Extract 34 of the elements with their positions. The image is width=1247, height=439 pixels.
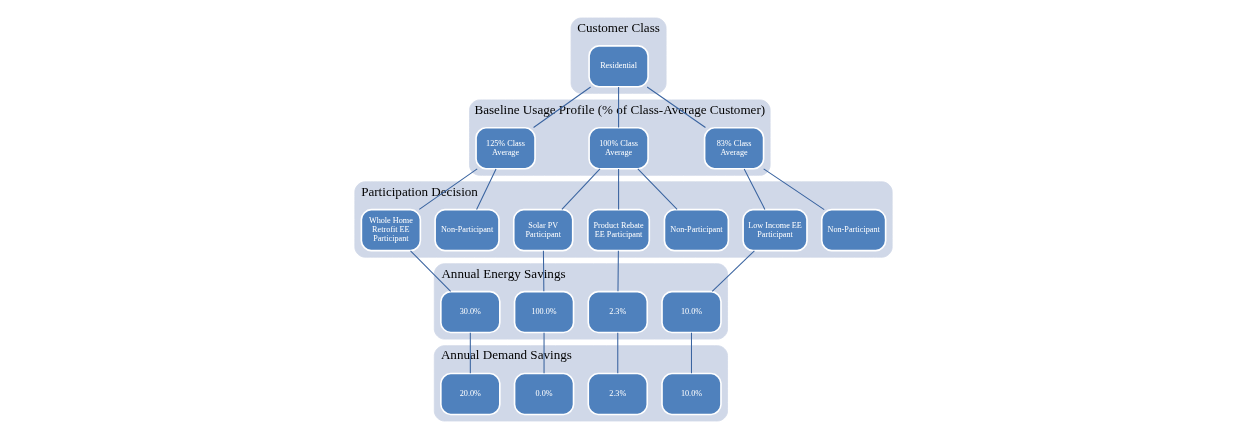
connector: [410, 250, 452, 292]
node-box: Low Income EE Participant: [742, 208, 808, 252]
connector: [743, 168, 766, 210]
connector: [476, 168, 497, 210]
node-box: Residential: [588, 45, 649, 88]
node-box: Non-Participant: [820, 208, 887, 252]
connector: [533, 86, 592, 129]
connector: [418, 168, 478, 210]
node-box: 30.0%: [440, 290, 501, 334]
connector: [617, 250, 619, 292]
node-box: Product Rebate EE Participant: [587, 208, 651, 252]
connector: [637, 168, 678, 210]
connector: [543, 332, 545, 374]
node-box: 83% Class Average: [703, 126, 765, 170]
node-box: 2.3%: [587, 290, 649, 334]
connector: [617, 332, 619, 374]
node-box: 10.0%: [661, 290, 722, 334]
connector: [561, 168, 601, 210]
node-box: Non-Participant: [434, 208, 500, 252]
node-box: 100% Class Average: [588, 126, 649, 170]
node-box: 2.3%: [587, 372, 649, 416]
node-box: 10.0%: [661, 372, 722, 416]
node-box: 100.0%: [513, 290, 575, 334]
node-box: 0.0%: [513, 372, 575, 416]
connector: [690, 332, 692, 374]
connector: [711, 250, 755, 292]
connector: [618, 168, 620, 210]
node-box: Solar PV Participant: [512, 208, 574, 252]
connector: [763, 168, 825, 211]
node-box: 125% Class Average: [475, 126, 536, 170]
node-box: Non-Participant: [663, 208, 730, 252]
connector: [542, 250, 545, 292]
node-box: Whole Home Retrofit EE Participant: [360, 208, 422, 252]
node-box: 20.0%: [440, 372, 501, 416]
